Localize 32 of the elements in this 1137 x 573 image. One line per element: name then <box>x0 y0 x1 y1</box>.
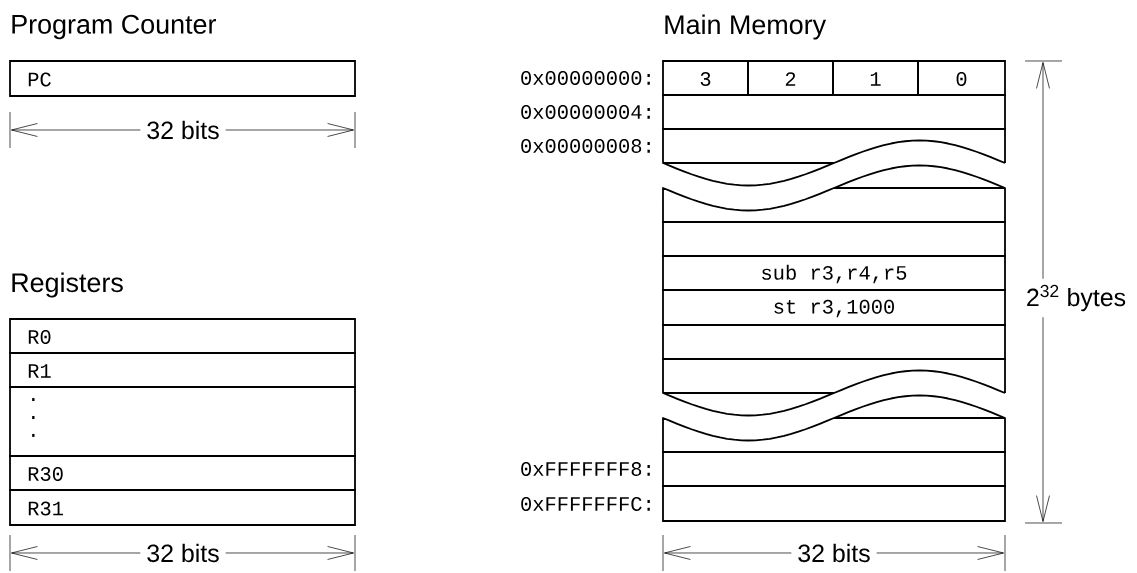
register-box: R31 <box>9 489 356 526</box>
address-label: 0xFFFFFFF8: <box>521 462 650 476</box>
section-title: Registers <box>12 272 123 298</box>
memory-word-box <box>662 164 1006 223</box>
register-box: R30 <box>9 455 356 491</box>
dimension-label: 32 bits <box>140 114 226 146</box>
memory-word-box <box>662 324 1006 360</box>
dimension-label: 32 bits <box>791 537 877 569</box>
dimension-label: 2$^{32}$ bytes <box>1019 278 1133 318</box>
register-box: PC <box>9 60 356 97</box>
byte-cell: 0 <box>917 60 1006 96</box>
memory-word-box <box>662 394 1006 453</box>
byte-cell: 3 <box>662 60 749 96</box>
address-label: 0x00000000: <box>521 71 650 85</box>
memory-word-box <box>662 451 1006 487</box>
memory-word-box: st r3,1000 <box>662 289 1006 326</box>
memory-word-box <box>662 485 1006 522</box>
register-box: R1 <box>9 352 356 388</box>
memory-word-box <box>662 221 1006 257</box>
section-title: Main Memory <box>665 14 827 40</box>
byte-cell: 2 <box>747 60 834 96</box>
address-label: 0xFFFFFFFC: <box>521 497 650 511</box>
memory-word-box <box>662 128 1006 187</box>
byte-cell: 1 <box>832 60 919 96</box>
register-box: . . . <box>9 386 356 457</box>
memory-word-box <box>662 94 1006 130</box>
register-box: R0 <box>9 318 356 354</box>
dimension-label: 32 bits <box>140 537 226 569</box>
memory-word-box: sub r3,r4,r5 <box>662 255 1006 291</box>
memory-word-box <box>662 358 1006 417</box>
address-label: 0x00000004: <box>521 105 650 119</box>
address-label: 0x00000008: <box>521 139 650 153</box>
